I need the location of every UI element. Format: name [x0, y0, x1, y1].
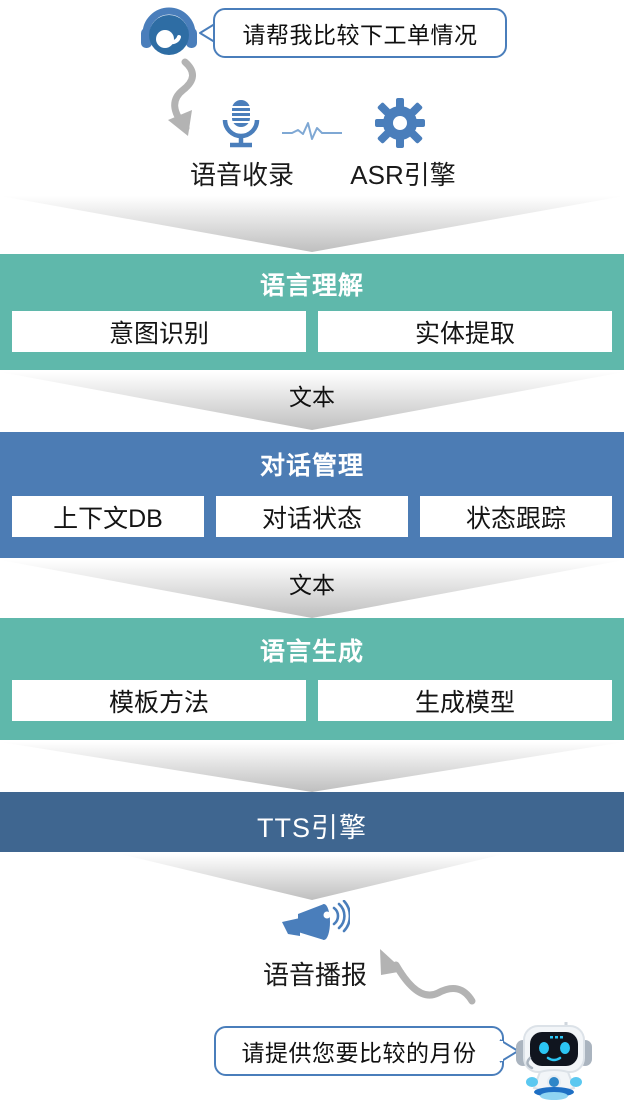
- megaphone-icon: [280, 899, 352, 948]
- stage-nlg-boxes: 模板方法 生成模型: [12, 680, 612, 721]
- gear-icon: [375, 98, 425, 148]
- stage-dm-title: 对话管理: [259, 452, 364, 480]
- label-voice-capture: 语音收录: [189, 160, 294, 190]
- microphone-icon: [218, 98, 264, 150]
- robot-icon: [508, 1018, 600, 1100]
- user-speech-bubble: 请帮我比较下工单情况: [213, 8, 507, 58]
- stage-nlu-title: 语言理解: [259, 272, 364, 300]
- curved-arrow-down-icon: [155, 58, 235, 150]
- user-bubble-text: 请帮我比较下工单情况: [242, 22, 478, 48]
- label-asr-engine: ASR引擎: [350, 160, 456, 190]
- stage-nlu: 语言理解 意图识别 实体提取: [0, 254, 624, 370]
- flow-arrow-4: [0, 742, 624, 792]
- stage-tts-title: TTS引擎: [257, 813, 367, 843]
- label-voice-broadcast: 语音播报: [262, 960, 367, 990]
- dm-box-context-db[interactable]: 上下文DB: [12, 496, 204, 537]
- bot-speech-bubble: 请提供您要比较的月份: [214, 1026, 504, 1076]
- stage-nlg: 语言生成 模板方法 生成模型: [0, 618, 624, 740]
- dm-box-dialogue-state[interactable]: 对话状态: [216, 496, 408, 537]
- dm-box-state-tracking[interactable]: 状态跟踪: [420, 496, 612, 537]
- flow-arrow-2: 文本: [0, 372, 624, 430]
- nlu-box-intent[interactable]: 意图识别: [12, 311, 306, 352]
- headset-icon: [138, 4, 200, 62]
- flow-arrow-5: [0, 854, 624, 900]
- stage-tts: TTS引擎: [0, 792, 624, 852]
- stage-dialogue-management: 对话管理 上下文DB 对话状态 状态跟踪: [0, 432, 624, 558]
- flow-arrow-1: [0, 196, 624, 252]
- bot-bubble-text: 请提供您要比较的月份: [241, 1040, 477, 1066]
- stage-dm-boxes: 上下文DB 对话状态 状态跟踪: [12, 496, 612, 537]
- stage-nlu-boxes: 意图识别 实体提取: [12, 311, 612, 352]
- waveform-icon: [281, 120, 343, 142]
- flow-arrow-3: 文本: [0, 560, 624, 618]
- stage-nlg-title: 语言生成: [259, 638, 364, 666]
- curved-arrow-up-icon: [368, 945, 478, 1015]
- nlu-box-entity[interactable]: 实体提取: [318, 311, 612, 352]
- nlg-box-template[interactable]: 模板方法: [12, 680, 306, 721]
- nlg-box-generative-model[interactable]: 生成模型: [318, 680, 612, 721]
